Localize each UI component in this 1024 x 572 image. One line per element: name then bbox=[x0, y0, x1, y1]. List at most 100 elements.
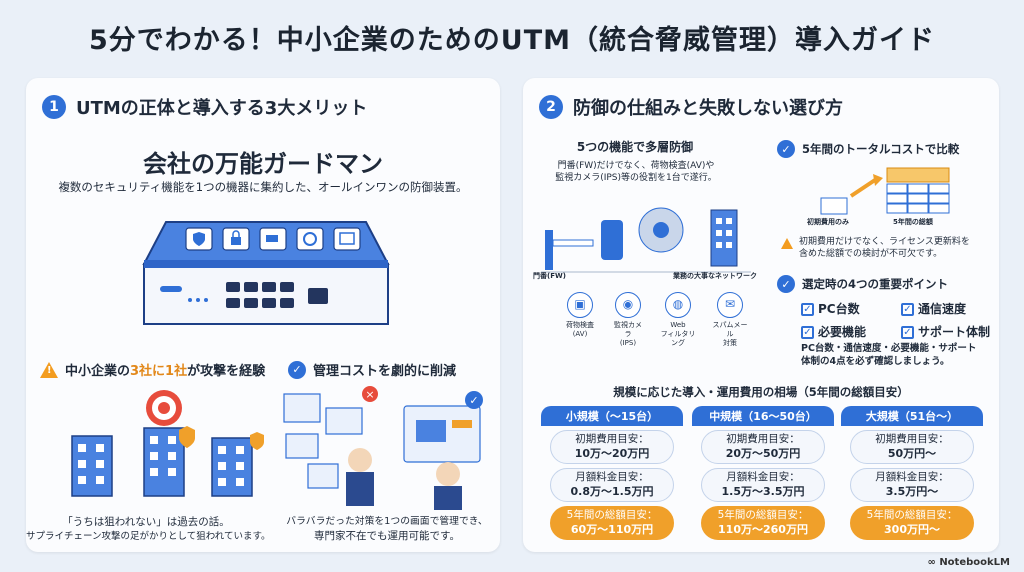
initial-cost-label: 初期費用目安： bbox=[726, 433, 800, 446]
points-heading: ✓ 選定時の4つの重要ポイント bbox=[777, 275, 948, 293]
cost-line-2: 専門家不在でも運用可能です。 bbox=[314, 530, 460, 543]
target-buildings-illustration bbox=[71, 390, 264, 497]
feature-av: ▣ 荷物検査 (AV) bbox=[563, 292, 597, 348]
monthly-cost-label: 月額料金目安： bbox=[875, 471, 949, 484]
total-cost-label: 5年間の総額目安： bbox=[866, 509, 958, 522]
check-icon: ✓ bbox=[777, 140, 795, 158]
total-cost-value: 110万〜260万円 bbox=[718, 522, 808, 536]
monthly-cost-label: 月額料金目安： bbox=[726, 471, 800, 484]
notebooklm-logo-icon: ∞ bbox=[927, 557, 940, 568]
point-functions-label: 必要機能 bbox=[818, 325, 867, 339]
feature-av-sub: (AV) bbox=[572, 330, 588, 339]
feature-av-label: 荷物検査 bbox=[566, 321, 594, 329]
hero-description: 複数のセキュリティ機能を1つの機器に集約した、オールインワンの防御装置。 bbox=[58, 180, 468, 194]
point-pc-count-label: PC台数 bbox=[818, 302, 860, 316]
initial-only-label: 初期費用のみ bbox=[807, 218, 849, 226]
total-cost-note: 初期費用だけでなく、ライセンス更新料を 含めた総額での検討が不可欠です。 bbox=[781, 236, 970, 260]
initial-cost-value: 50万円〜 bbox=[887, 446, 937, 460]
total-cost-label: 5年間の総額目安： bbox=[717, 509, 809, 522]
feature-ips-label: 監視カメラ bbox=[614, 321, 642, 339]
initial-cost-pill: 初期費用目安：20万〜50万円 bbox=[701, 430, 825, 464]
mail-icon: ✉ bbox=[717, 292, 743, 318]
camera-icon: ◉ bbox=[615, 292, 641, 318]
cost-line-1: バラバラだった対策を1つの画面で管理でき、 bbox=[286, 516, 488, 527]
threat-line-2: サプライチェーン攻撃の足がかりとして狙われています。 bbox=[26, 531, 271, 543]
monthly-cost-pill: 月額料金目安：0.8万〜1.5万円 bbox=[550, 468, 674, 502]
total-cost-pill: 5年間の総額目安：110万〜260万円 bbox=[701, 506, 825, 540]
initial-cost-pill: 初期費用目安：50万円〜 bbox=[850, 430, 974, 464]
threat-heading: ! 中小企業の3社に1社が攻撃を経験 bbox=[40, 360, 265, 379]
total-cost-heading: ✓ 5年間のトータルコストで比較 bbox=[777, 140, 959, 158]
points-list: ✓PC台数 ✓通信速度 ✓必要機能 ✓サポート体制 bbox=[801, 300, 1001, 340]
hero-title: 会社の万能ガードマン bbox=[143, 150, 383, 178]
section-number-badge: 2 bbox=[539, 95, 563, 119]
check-icon: ✓ bbox=[288, 360, 306, 379]
initial-cost-label: 初期費用目安： bbox=[875, 433, 949, 446]
threat-heading-post: が攻撃を経験 bbox=[187, 364, 266, 379]
cost-description: バラバラだった対策を1つの画面で管理でき、 専門家不在でも運用可能です。 bbox=[274, 515, 500, 544]
points-line-1: PC台数・通信速度・必要機能・サポート bbox=[801, 343, 977, 354]
pricing-column-head: 大規模（51台〜） bbox=[841, 406, 983, 426]
feature-web: ◍ Web フィルタリング bbox=[659, 292, 697, 348]
network-label: 業務の大事なネットワーク bbox=[673, 272, 757, 280]
pricing-heading: 規模に応じた導入・運用費用の相場（5年間の総額目安） bbox=[613, 385, 909, 399]
monthly-cost-value: 1.5万〜3.5万円 bbox=[721, 484, 805, 498]
bag-icon: ▣ bbox=[567, 292, 593, 318]
monthly-cost-pill: 月額料金目安：1.5万〜3.5万円 bbox=[701, 468, 825, 502]
total-cost-value: 60万〜110万円 bbox=[570, 522, 654, 536]
check-icon: ✓ bbox=[777, 275, 795, 293]
threat-heading-accent: 3社に1社 bbox=[130, 364, 188, 379]
point-speed: ✓通信速度 bbox=[901, 300, 1001, 317]
monthly-cost-pill: 月額料金目安：3.5万円〜 bbox=[850, 468, 974, 502]
management-illustration: × ✓ bbox=[283, 386, 483, 510]
total-cost-label: 5年間の総額目安： bbox=[566, 509, 658, 522]
gate-label: 門番(FW) bbox=[533, 272, 566, 280]
svg-text:×: × bbox=[365, 388, 374, 401]
point-pc-count: ✓ PC台数 bbox=[801, 300, 901, 317]
section-2-title: 防御の仕組みと失敗しない選び方 bbox=[573, 98, 843, 119]
points-description: PC台数・通信速度・必要機能・サポート 体制の4点を必ず確認しましょう。 bbox=[801, 342, 976, 369]
feature-web-label: Web bbox=[670, 321, 686, 329]
total-cost-line-1: 初期費用だけでなく、ライセンス更新料を bbox=[799, 237, 970, 247]
layers-description: 門番(FW)だけでなく、荷物検査(AV)や 監視カメラ(IPS)等の役割を1台で… bbox=[531, 160, 741, 184]
points-title: 選定時の4つの重要ポイント bbox=[802, 277, 949, 291]
point-support-label: サポート体制 bbox=[918, 325, 991, 339]
total-cost-title: 5年間のトータルコストで比較 bbox=[802, 142, 960, 156]
feature-spam: ✉ スパムメール 対策 bbox=[711, 292, 749, 348]
layers-heading: 5つの機能で多層防御 bbox=[576, 140, 694, 154]
monthly-cost-value: 0.8万〜1.5万円 bbox=[570, 484, 654, 498]
threat-line-1: 「うちは狙われない」は過去の話。 bbox=[62, 516, 230, 528]
warning-icon bbox=[781, 238, 793, 249]
layers-line-2: 監視カメラ(IPS)等の役割を1台で遂行。 bbox=[555, 173, 717, 184]
pricing-column-head: 中規模（16〜50台） bbox=[692, 406, 834, 426]
layered-defense-illustration bbox=[541, 207, 751, 273]
monthly-cost-value: 3.5万円〜 bbox=[885, 484, 939, 498]
threat-description: 「うちは狙われない」は過去の話。 サプライチェーン攻撃の足がかりとして狙われてい… bbox=[26, 515, 271, 544]
total-cost-pill: 5年間の総額目安：300万円〜 bbox=[850, 506, 974, 540]
section-1-title: UTMの正体と導入する3大メリット bbox=[76, 98, 368, 119]
feature-spam-label: スパムメール bbox=[712, 321, 748, 339]
checkbox-icon: ✓ bbox=[801, 303, 814, 316]
threat-heading-pre: 中小企業の bbox=[65, 364, 131, 379]
cost-reduction-heading: ✓ 管理コストを劇的に削減 bbox=[288, 360, 456, 379]
total-cost-line-2: 含めた総額での検討が不可欠です。 bbox=[799, 249, 943, 260]
monthly-cost-label: 月額料金目安： bbox=[575, 471, 649, 484]
section-2-heading: 2 防御の仕組みと失敗しない選び方 bbox=[539, 94, 843, 120]
point-speed-label: 通信速度 bbox=[918, 302, 967, 316]
feature-icons: ▣ 荷物検査 (AV) ◉ 監視カメラ (IPS) ◍ Web フィルタリング … bbox=[563, 292, 749, 348]
total-cost-value: 300万円〜 bbox=[884, 522, 940, 536]
right-panel: 2 防御の仕組みと失敗しない選び方 5つの機能で多層防御 門番(FW)だけでなく… bbox=[523, 78, 999, 552]
point-functions: ✓ 必要機能 bbox=[801, 323, 901, 340]
cost-reduction-title: 管理コストを劇的に削減 bbox=[313, 364, 457, 379]
warning-icon: ! bbox=[40, 361, 58, 378]
svg-text:✓: ✓ bbox=[469, 394, 478, 407]
initial-cost-pill: 初期費用目安：10万〜20万円 bbox=[550, 430, 674, 464]
checkbox-icon: ✓ bbox=[801, 326, 814, 339]
notebooklm-watermark: ∞ NotebookLM bbox=[928, 557, 1011, 568]
section-1-heading: 1 UTMの正体と導入する3大メリット bbox=[42, 94, 367, 120]
page-title: 5分でわかる！中小企業のためのUTM（統合脅威管理）導入ガイド bbox=[89, 25, 935, 56]
feature-spam-sub: 対策 bbox=[723, 339, 737, 348]
layers-line-1: 門番(FW)だけでなく、荷物検査(AV)や bbox=[557, 161, 715, 171]
points-line-2: 体制の4点を必ず確認しましょう。 bbox=[801, 356, 950, 368]
feature-ips-sub: (IPS) bbox=[619, 339, 637, 348]
